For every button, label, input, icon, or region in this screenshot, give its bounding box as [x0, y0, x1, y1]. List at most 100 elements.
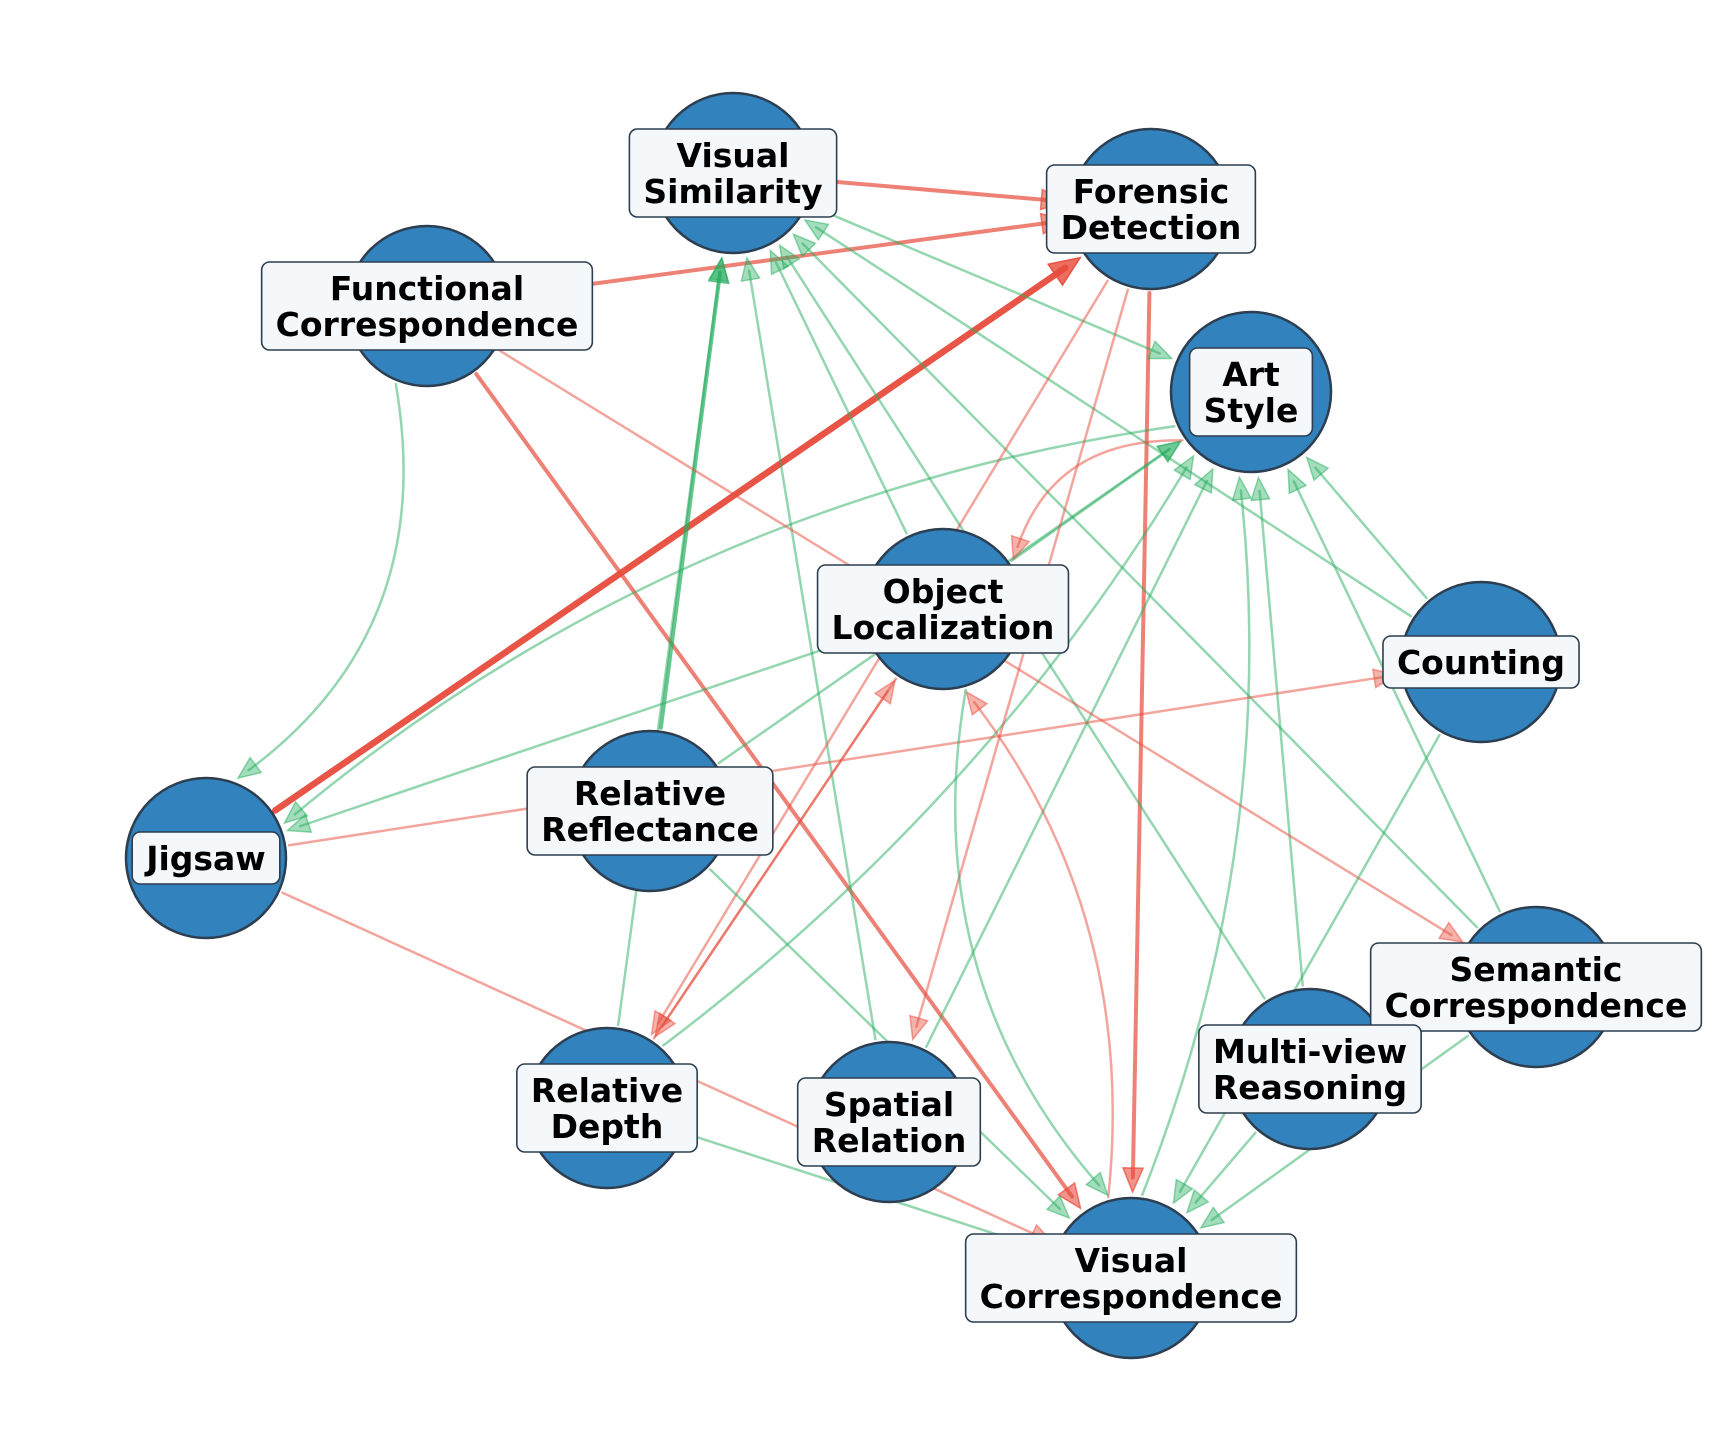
node-label-counting: Counting — [1382, 635, 1580, 689]
edge-line — [1292, 480, 1501, 913]
edge-arrowhead — [1146, 340, 1174, 360]
label-box — [1369, 942, 1703, 1032]
edge-line — [814, 178, 1053, 203]
edge-multi_view_reasoning-to-art_style — [1250, 475, 1304, 987]
edge-visual_similarity-to-art_style — [809, 204, 1174, 360]
edge-functional_correspondence-to-visual_correspondence — [474, 372, 1082, 1210]
edge-line — [1141, 489, 1251, 1197]
edge-arrowhead — [285, 813, 313, 834]
edge-arrowhead — [1305, 455, 1330, 482]
label-box — [526, 766, 774, 856]
label-line: Counting — [1397, 643, 1565, 682]
edge-multi_view_reasoning-to-visual_correspondence — [1185, 1131, 1257, 1215]
edge-line — [774, 261, 908, 535]
label-line: Object — [883, 572, 1004, 611]
edge-line — [616, 270, 722, 1026]
edge-line — [1258, 489, 1304, 987]
edge-arrowhead — [778, 243, 801, 271]
edge-counting-to-art_style — [1305, 455, 1428, 600]
edge-arrowhead — [803, 218, 830, 242]
edge-arrowhead — [1231, 475, 1253, 501]
edge-forensic_detection-to-spatial_relation — [909, 288, 1130, 1042]
edge-relative_depth-to-visual_similarity — [616, 256, 729, 1026]
label-box — [1188, 347, 1314, 437]
edge-arrowhead — [653, 1012, 677, 1039]
label-line: Art — [1222, 355, 1280, 394]
edge-jigsaw-to-forensic_detection — [271, 256, 1082, 814]
edge-arrowhead — [965, 690, 989, 717]
edge-arrowhead — [1199, 1206, 1226, 1229]
edge-arrowhead — [1172, 454, 1195, 481]
edge-arrowhead — [708, 256, 729, 283]
label-box — [260, 261, 594, 351]
label-box — [516, 1063, 698, 1153]
label-line: Correspondence — [980, 1277, 1283, 1316]
edge-line — [1314, 466, 1428, 600]
edge-forensic_detection-to-visual_correspondence — [1121, 290, 1152, 1194]
edge-arrowhead — [1437, 921, 1465, 944]
edge-counting-to-visual_correspondence — [1172, 733, 1441, 1205]
edge-line — [1130, 290, 1152, 1180]
edge-line — [271, 264, 1069, 814]
label-line: Depth — [551, 1107, 664, 1146]
edge-arrowhead — [792, 232, 817, 258]
label-box — [1045, 164, 1257, 254]
edge-arrowhead — [740, 255, 761, 282]
label-line: Similarity — [643, 172, 822, 211]
edge-line — [508, 220, 1054, 297]
label-line: Relative — [531, 1071, 683, 1110]
edge-relative_reflectance-to-visual_correspondence — [709, 868, 1071, 1220]
edge-arrowhead — [909, 1014, 929, 1042]
label-line: Reasoning — [1213, 1068, 1407, 1107]
label-line: Forensic — [1073, 172, 1230, 211]
edge-arrowhead — [1010, 534, 1031, 562]
label-line: Visual — [677, 136, 790, 175]
node-label-jigsaw: Jigsaw — [131, 831, 281, 885]
edge-visual_correspondence-to-art_style — [1141, 475, 1253, 1197]
edge-object_localization-to-visual_correspondence — [953, 688, 1110, 1197]
edge-line — [298, 634, 865, 828]
label-line: Reflectance — [541, 810, 759, 849]
edge-line — [661, 677, 898, 1027]
label-box — [131, 831, 281, 885]
edge-line — [709, 868, 1062, 1211]
label-line: Functional — [330, 269, 524, 308]
edge-spatial_relation-to-visual_similarity — [740, 255, 877, 1041]
edge-arrowhead — [1250, 475, 1271, 502]
label-line: Detection — [1061, 208, 1242, 247]
edge-line — [1178, 733, 1441, 1193]
label-line: Correspondence — [1385, 986, 1688, 1025]
edge-counting-to-visual_similarity — [803, 218, 1412, 618]
edge-arrowhead — [1155, 440, 1183, 463]
edge-arrowhead — [1045, 1194, 1071, 1220]
label-line: Spatial — [824, 1085, 954, 1124]
edge-visual_correspondence-to-object_localization — [965, 690, 1114, 1199]
edge-line — [809, 204, 1161, 355]
label-box — [964, 1233, 1298, 1323]
edge-object_localization-to-jigsaw — [285, 634, 865, 834]
edge-arrowhead — [1185, 1188, 1210, 1215]
edge-line — [1194, 1131, 1257, 1204]
edge-relative_reflectance-to-visual_similarity — [658, 256, 730, 730]
label-box — [796, 1077, 982, 1167]
edge-semantic_correspondence-to-visual_similarity — [792, 232, 1479, 929]
edge-line — [814, 226, 1412, 618]
label-line: Localization — [832, 608, 1055, 647]
edge-arrowhead — [1046, 256, 1082, 287]
label-box — [1198, 1024, 1422, 1114]
edge-arrowhead — [236, 756, 263, 780]
edge-arrowhead — [1056, 1181, 1082, 1210]
edge-arrowhead — [1287, 467, 1308, 495]
edge-functional_correspondence-to-jigsaw — [236, 382, 405, 780]
label-line: Relative — [574, 774, 726, 813]
edge-line — [973, 701, 1114, 1199]
